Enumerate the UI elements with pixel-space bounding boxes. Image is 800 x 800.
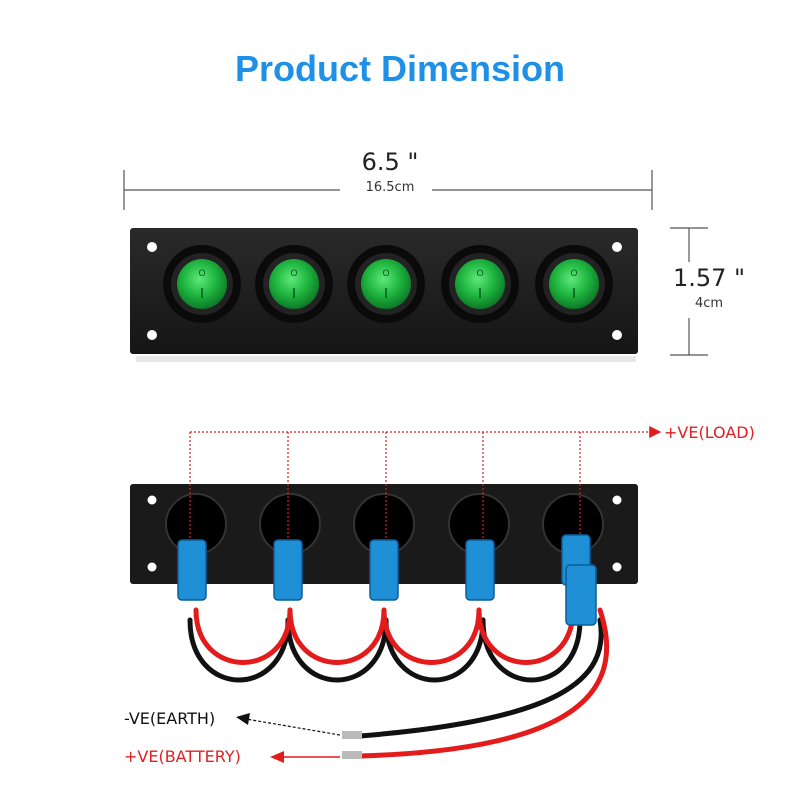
mounting-hole (612, 330, 622, 340)
load-label: +VE(LOAD) (664, 423, 755, 442)
page-title: Product Dimension (234, 48, 566, 89)
rocker-switch-1[interactable]: O (163, 245, 241, 323)
svg-text:O: O (290, 269, 297, 279)
svg-text:O: O (198, 269, 205, 279)
battery-label: +VE(BATTERY) (124, 747, 241, 766)
battery-arrow (270, 751, 340, 763)
width-cm-label: 16.5cm (365, 180, 415, 195)
width-inch-label: 6.5 " (361, 148, 419, 176)
wire-terminals (342, 731, 362, 759)
height-dimension-line (670, 227, 708, 356)
earth-arrow (236, 713, 341, 736)
height-cm-label: 4cm (694, 296, 724, 311)
height-inch-label: 1.57 " (672, 264, 746, 292)
mounting-hole (612, 242, 622, 252)
svg-text:O: O (476, 269, 483, 279)
rocker-switch-3[interactable]: O (347, 245, 425, 323)
mounting-hole (147, 330, 157, 340)
rocker-switch-5[interactable]: O (535, 245, 613, 323)
svg-text:O: O (382, 269, 389, 279)
blue-connectors (177, 534, 597, 626)
width-dimension-line (123, 170, 653, 210)
svg-text:O: O (570, 269, 577, 279)
mounting-hole (147, 242, 157, 252)
load-leader-lines (189, 426, 662, 548)
switch-panel-front: O O O O O (130, 228, 638, 362)
rocker-switch-2[interactable]: O (255, 245, 333, 323)
earth-label: -VE(EARTH) (124, 709, 216, 728)
rocker-switch-4[interactable]: O (441, 245, 519, 323)
wiring-harness (187, 607, 610, 759)
